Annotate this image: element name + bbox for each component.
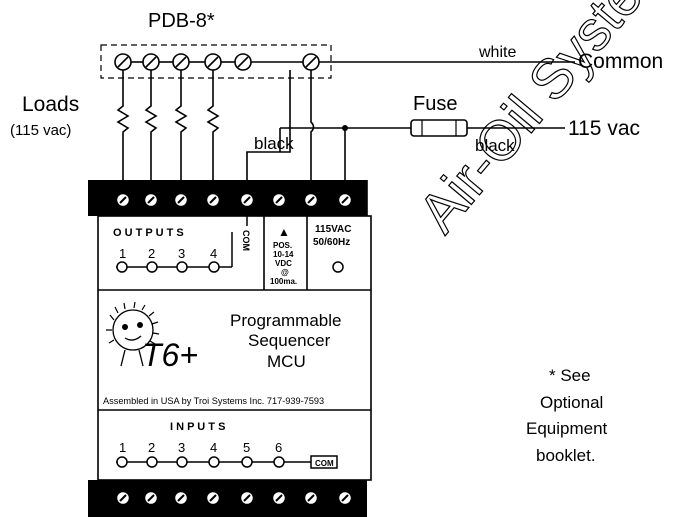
loads-voltage: (115 vac) xyxy=(10,122,71,139)
pos-line: @ xyxy=(281,268,289,277)
pdb-label: PDB-8* xyxy=(148,10,215,32)
product-line: MCU xyxy=(267,352,306,371)
input-led xyxy=(116,456,128,468)
input-led xyxy=(273,456,285,468)
input-number: 6 xyxy=(275,440,282,455)
input-number: 1 xyxy=(119,440,126,455)
input-number: 2 xyxy=(148,440,155,455)
output-led xyxy=(116,261,128,273)
ac-frequency: 50/60Hz xyxy=(313,237,350,248)
input-led xyxy=(176,456,188,468)
ac-rating: 115VAC xyxy=(315,224,352,235)
note-line: booklet. xyxy=(536,446,596,465)
mcu-module: O U T P U T S 1 2 3 4 COM ▲ POS. 10-14 V… xyxy=(88,180,372,517)
black-wire-label-right: black xyxy=(475,136,515,155)
pos-line: 10-14 xyxy=(273,250,294,259)
fuse xyxy=(410,119,468,137)
input-number: 5 xyxy=(243,440,250,455)
output-number: 3 xyxy=(178,246,185,261)
output-number: 4 xyxy=(210,246,217,261)
input-number: 3 xyxy=(178,440,185,455)
top-terminal-strip xyxy=(88,180,367,216)
output-led xyxy=(208,261,220,273)
input-led xyxy=(146,456,158,468)
power-label: 115 vac xyxy=(568,117,640,140)
loads-label: Loads xyxy=(22,93,79,116)
load-wires xyxy=(116,70,220,193)
output-led xyxy=(176,261,188,273)
pos-line: POS. xyxy=(273,241,292,250)
outputs-title: O U T P U T S xyxy=(113,227,184,239)
pdb-bar xyxy=(100,44,332,79)
note-line: Optional xyxy=(540,393,603,412)
fuse-label: Fuse xyxy=(413,93,457,115)
output-number: 1 xyxy=(119,246,126,261)
output-led xyxy=(146,261,158,273)
product-line: Sequencer xyxy=(248,331,331,350)
com-box-label: COM xyxy=(315,459,334,468)
power-led xyxy=(332,261,344,273)
pos-line: VDC xyxy=(275,259,292,268)
inputs-title: I N P U T S xyxy=(170,421,225,433)
input-number: 4 xyxy=(210,440,217,455)
pos-line: 100ma. xyxy=(270,277,297,286)
product-line: Programmable xyxy=(230,311,342,330)
black-wire-label-left: black xyxy=(254,134,294,153)
pos-arrow: ▲ xyxy=(278,225,290,239)
assembled-text: Assembled in USA by Troi Systems Inc. 71… xyxy=(103,396,324,406)
mascot-logo: T6+ xyxy=(106,301,198,373)
com-box xyxy=(310,455,338,469)
output-number: 2 xyxy=(148,246,155,261)
note-line: * See xyxy=(549,366,591,385)
white-wire-label: white xyxy=(478,44,516,61)
com-vertical-label: COM xyxy=(241,230,251,251)
note-line: Equipment xyxy=(526,419,608,438)
input-led xyxy=(208,456,220,468)
logo-text: T6+ xyxy=(142,337,198,373)
common-label: Common xyxy=(578,50,663,73)
input-led xyxy=(241,456,253,468)
bottom-terminal-strip xyxy=(88,480,367,517)
